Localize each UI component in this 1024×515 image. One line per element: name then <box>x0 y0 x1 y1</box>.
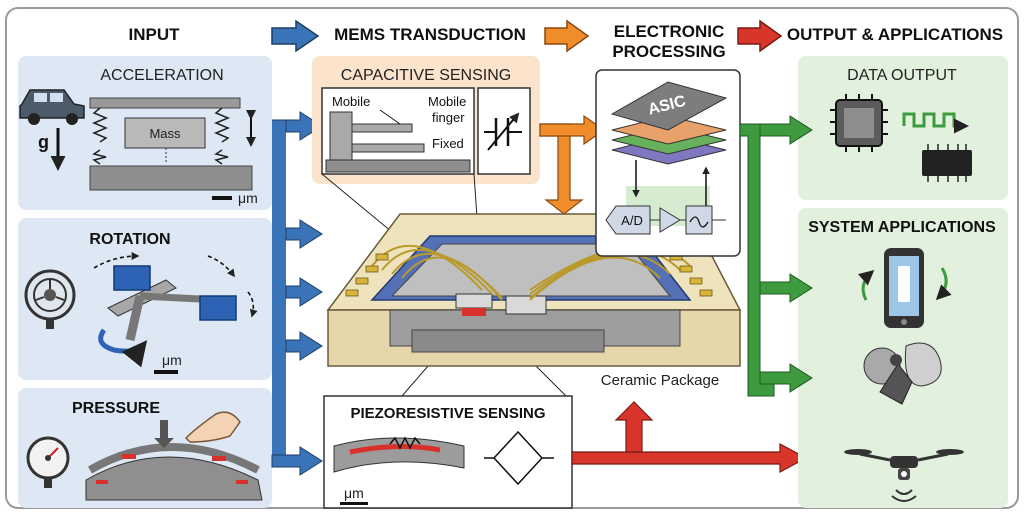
gravity-label: g <box>38 132 49 152</box>
mass-label: Mass <box>149 126 181 141</box>
ad-converter-label: A/D <box>621 213 643 228</box>
header-electronic-1: ELECTRONIC <box>614 22 725 41</box>
accelerometer-structure: Mass μm <box>89 97 258 206</box>
capacitive-mobile-finger-label-2: finger <box>432 110 465 125</box>
acceleration-unit: μm <box>238 190 258 206</box>
header-output: OUTPUT & APPLICATIONS <box>787 25 1003 44</box>
scale-bar <box>212 196 232 200</box>
orange-arrow-right <box>539 114 606 146</box>
system-applications-title: SYSTEM APPLICATIONS <box>808 219 996 236</box>
drone-icon <box>844 449 964 502</box>
wheatstone-bridge-icon <box>484 430 554 486</box>
finger-icon <box>184 411 241 443</box>
ceramic-package-label: Ceramic Package <box>601 372 719 389</box>
electronic-processing-panel: ASIC A/D <box>595 69 741 257</box>
capacitive-panel: CAPACITIVE SENSING Mobile Mobile finger … <box>312 56 540 184</box>
rotation-title: ROTATION <box>89 231 170 248</box>
gyroscope-structure: μm <box>93 252 258 374</box>
capacitive-title: CAPACITIVE SENSING <box>341 67 511 84</box>
green-arrows <box>739 115 813 397</box>
piezoresistive-panel: PIEZORESISTIVE SENSING μm <box>323 395 573 509</box>
header-arrow-red <box>737 19 783 53</box>
rotation-unit: μm <box>162 352 182 368</box>
chip-icon <box>830 94 888 152</box>
pressure-title: PRESSURE <box>72 400 160 417</box>
blue-arrows <box>271 111 323 476</box>
ic-package-icon <box>922 144 972 182</box>
data-output-title: DATA OUTPUT <box>847 67 957 84</box>
pressure-membrane <box>85 411 263 501</box>
red-arrow-up <box>614 401 654 453</box>
smartphone-icon <box>858 248 952 328</box>
variable-capacitor-icon <box>484 112 522 151</box>
piezoresistive-title: PIEZORESISTIVE SENSING <box>350 405 545 422</box>
data-output-panel: DATA OUTPUT <box>798 56 1008 200</box>
header-arrow-blue <box>271 19 320 53</box>
pressure-panel: PRESSURE <box>18 388 272 508</box>
capacitive-mobile-finger-label-1: Mobile <box>428 94 466 109</box>
capacitive-mobile-label: Mobile <box>332 94 370 109</box>
header-electronic-2: PROCESSING <box>612 42 725 61</box>
collision-icon <box>863 342 942 405</box>
red-arrow-right <box>571 442 808 474</box>
header-mems: MEMS TRANSDUCTION <box>334 25 526 44</box>
header-input: INPUT <box>129 25 181 44</box>
header-arrow-orange <box>544 19 590 53</box>
system-applications-panel: SYSTEM APPLICATIONS <box>798 208 1008 508</box>
acceleration-panel: ACCELERATION g Mass μm <box>18 56 272 210</box>
steering-wheel-icon <box>24 269 76 329</box>
acceleration-title: ACCELERATION <box>100 67 223 84</box>
pressure-gauge-icon <box>26 436 70 488</box>
filter-icon <box>685 205 713 235</box>
car-icon <box>19 89 85 125</box>
piezoresistive-unit: μm <box>344 485 364 501</box>
digital-signal-icon <box>902 112 969 134</box>
rotation-panel: ROTATION μm <box>18 218 272 380</box>
capacitive-fixed-label: Fixed <box>432 136 464 151</box>
